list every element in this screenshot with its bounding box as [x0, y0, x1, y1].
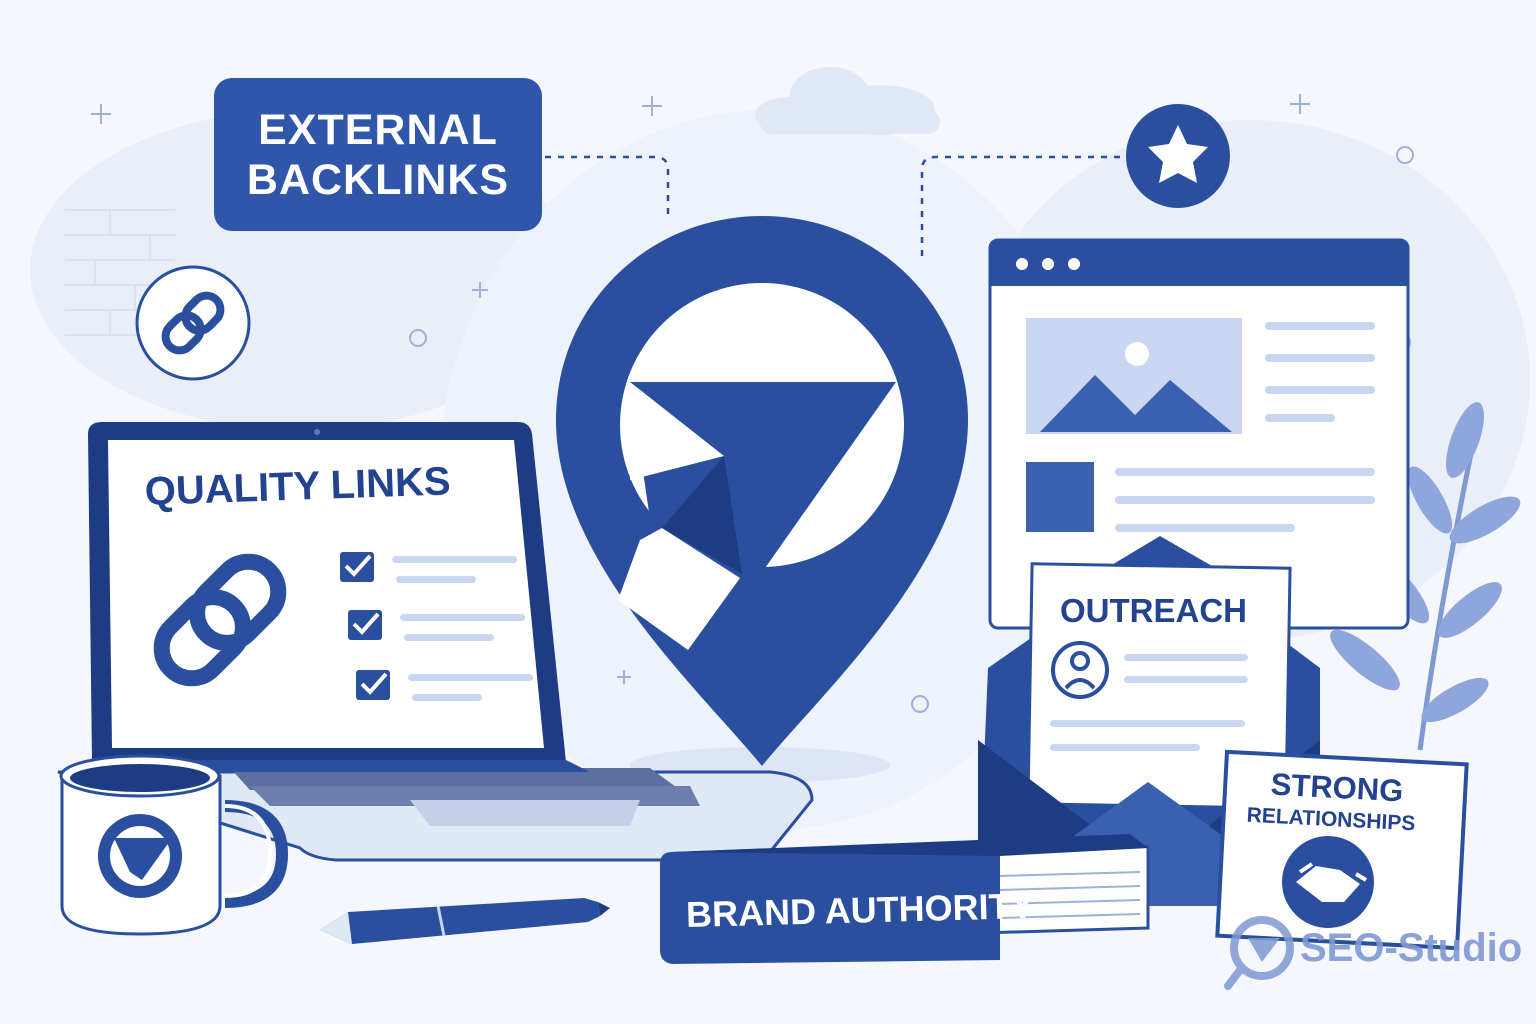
coffee-mug: [59, 754, 289, 936]
location-pin-logo: [556, 216, 968, 766]
user-avatar-icon: [1051, 641, 1109, 699]
quality-links-screen: [153, 552, 533, 701]
external-backlinks-badge: EXTERNAL BACKLINKS: [214, 78, 542, 231]
brand-authority-title: BRAND AUTHORITY: [685, 884, 1036, 936]
external-backlinks-line2: BACKLINKS: [246, 155, 510, 204]
checklist: [340, 552, 533, 701]
watermark-logo-icon: [1224, 916, 1294, 990]
seo-studio-watermark: SEO-Studio: [1300, 926, 1523, 970]
brick-wall: [65, 209, 175, 336]
cloud: [755, 67, 940, 135]
browser-window: [988, 238, 1410, 630]
external-backlinks-line1: EXTERNAL: [258, 105, 498, 154]
image-placeholder-icon: [1026, 318, 1242, 434]
outreach-heading: OUTREACH: [1060, 592, 1247, 629]
book: [660, 834, 1150, 964]
chain-link-icon: [135, 265, 251, 381]
large-chain-link-icon: [153, 553, 287, 687]
strong-relationships-card: [1215, 749, 1469, 951]
star-icon: [1126, 104, 1230, 208]
dashed-connectors: [545, 155, 1120, 260]
pen: [320, 898, 610, 944]
sparkles: [91, 94, 1414, 713]
